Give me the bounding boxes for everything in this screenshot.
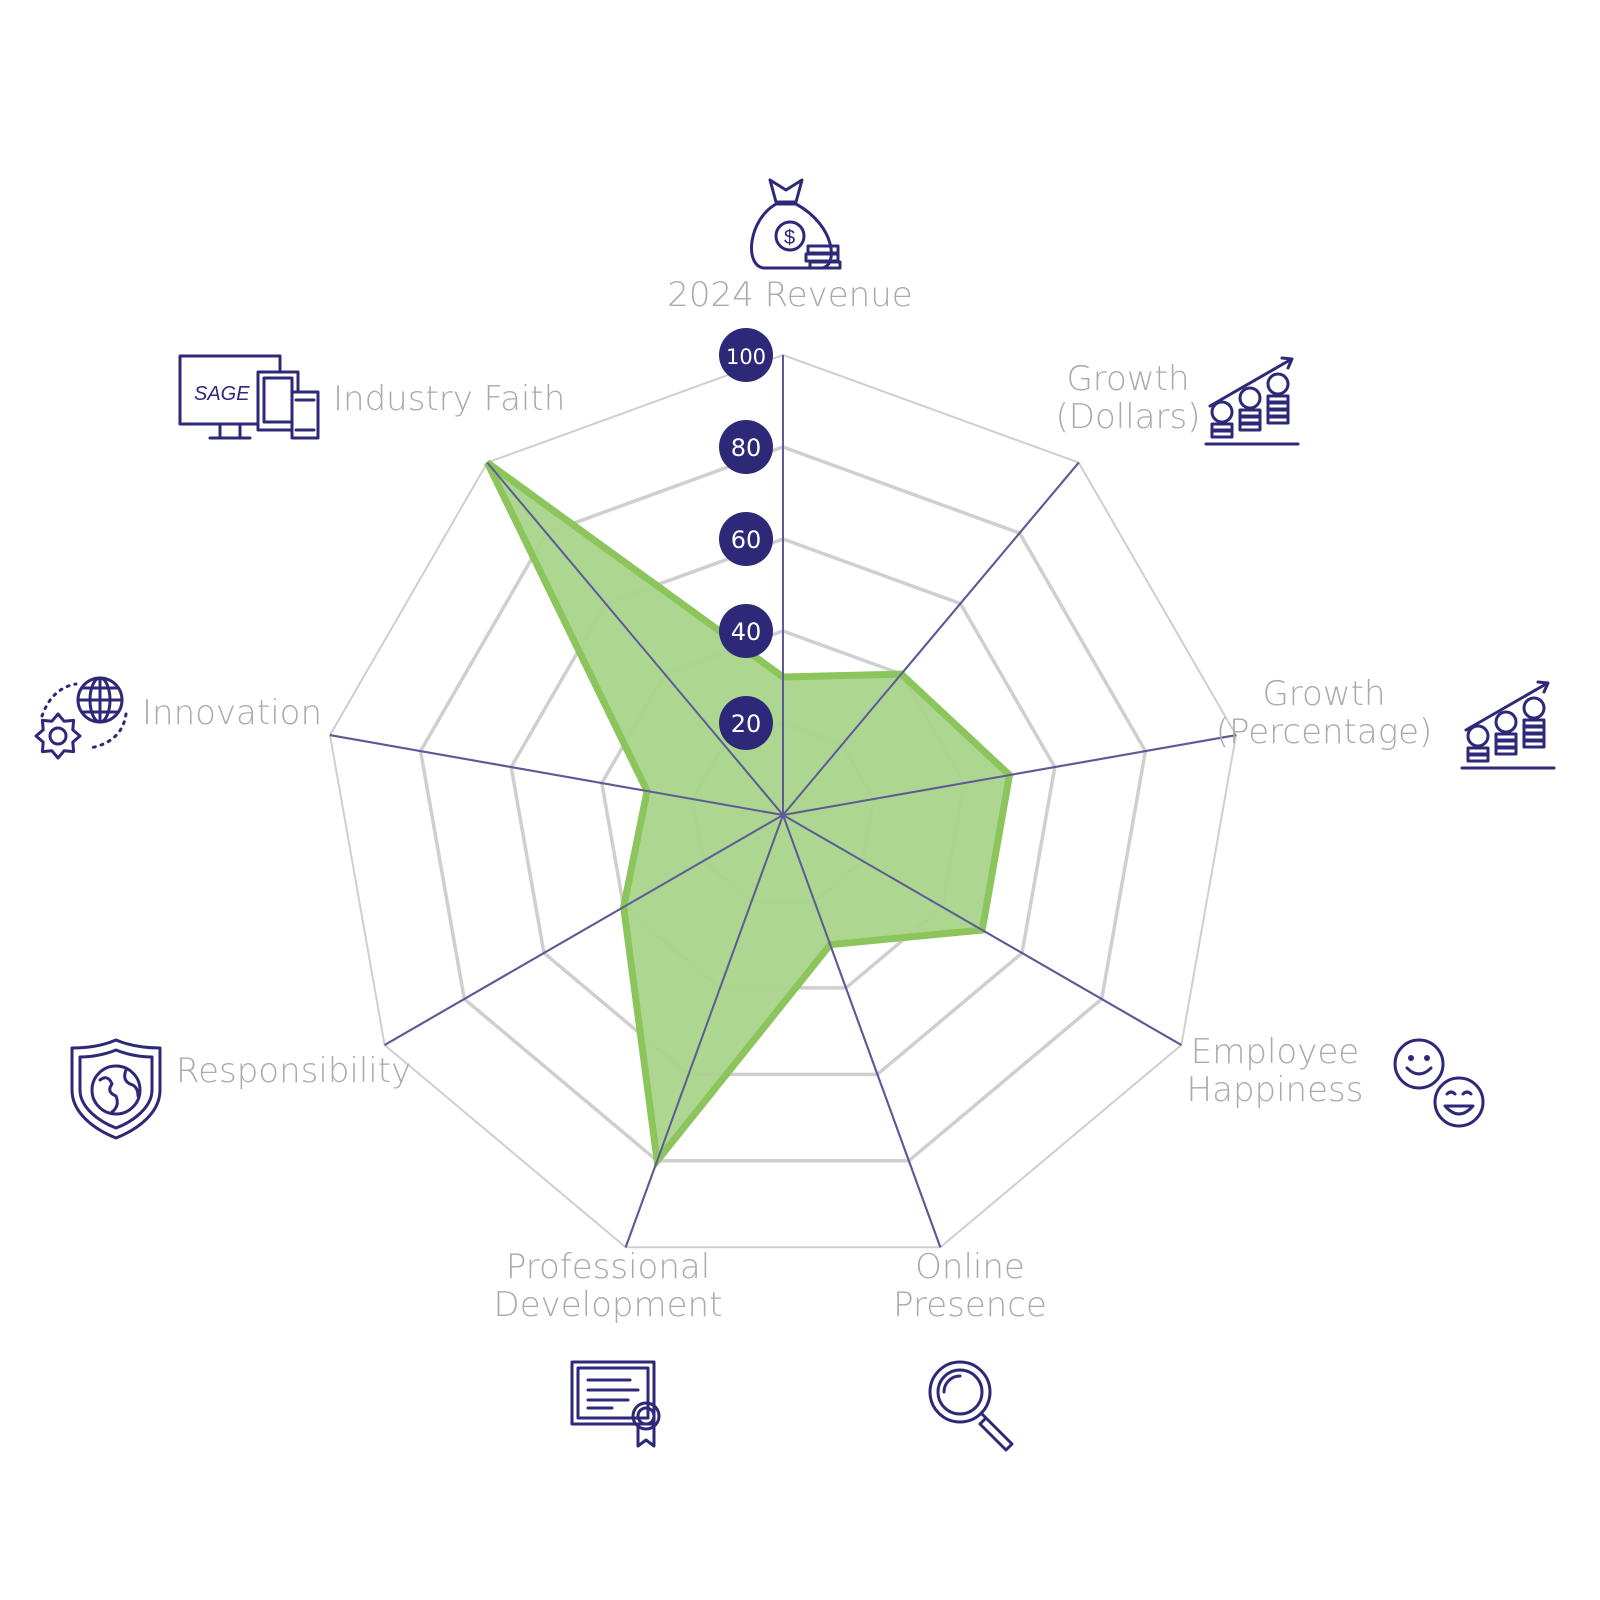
series-area <box>484 459 1014 1170</box>
radar-axis-icons: $ SAGE <box>34 178 1556 1452</box>
tick-badge-circle <box>719 328 773 382</box>
grid-ring-80 <box>418 445 1148 1163</box>
tick-badge: 60 <box>719 512 773 566</box>
axis-spoke-overlay <box>782 734 1237 816</box>
axis-label: Responsibility <box>176 1051 411 1091</box>
axis-spoke-overlay <box>782 461 1080 816</box>
certificate-icon <box>570 1360 661 1448</box>
grid-ring-100 <box>328 353 1238 1249</box>
axis-spoke-overlay <box>486 461 784 816</box>
svg-text:$: $ <box>784 227 795 249</box>
tick-badge: 20 <box>719 696 773 750</box>
tick-label: 20 <box>731 710 762 738</box>
devices-brand-text: SAGE <box>194 383 250 405</box>
axis-spoke-overlay <box>624 814 784 1248</box>
tick-label: 80 <box>731 434 762 462</box>
tick-badge-circle <box>719 696 773 750</box>
smiley-faces-icon <box>1393 1038 1485 1128</box>
axis-spoke-overlay <box>782 814 1182 1046</box>
coin-growth-icon <box>1204 356 1300 446</box>
axis-label: Industry Faith <box>333 379 565 419</box>
money-bag-icon: $ <box>750 178 842 270</box>
tick-badge: 80 <box>719 420 773 474</box>
axis-label: 2024 Revenue <box>667 275 912 315</box>
tick-label: 40 <box>731 618 762 646</box>
shield-globe-icon <box>70 1038 162 1140</box>
tick-badge-circle <box>719 420 773 474</box>
axis-label: Growth(Percentage) <box>1216 674 1433 752</box>
coin-growth-icon <box>1460 680 1556 770</box>
grid-ring-60 <box>509 537 1057 1077</box>
radar-series <box>329 355 1237 1248</box>
magnifier-icon <box>928 1360 1014 1452</box>
axis-spoke-overlay <box>329 734 784 816</box>
globe-gear-icon <box>34 676 128 760</box>
tick-label: 60 <box>731 526 762 554</box>
axis-label: Growth(Dollars) <box>1056 359 1201 437</box>
tick-badge-circle <box>719 604 773 658</box>
tick-badge-circle <box>719 512 773 566</box>
devices-icon: SAGE <box>178 354 320 440</box>
axis-spoke-overlay <box>384 814 784 1046</box>
tick-label: 100 <box>726 345 766 369</box>
tick-badge: 40 <box>719 604 773 658</box>
tick-badge: 100 <box>719 328 773 382</box>
radar-tick-labels: 20 40 60 80 100 <box>719 328 773 750</box>
axis-label: Innovation <box>142 693 322 733</box>
axis-spoke-overlay <box>782 814 942 1248</box>
